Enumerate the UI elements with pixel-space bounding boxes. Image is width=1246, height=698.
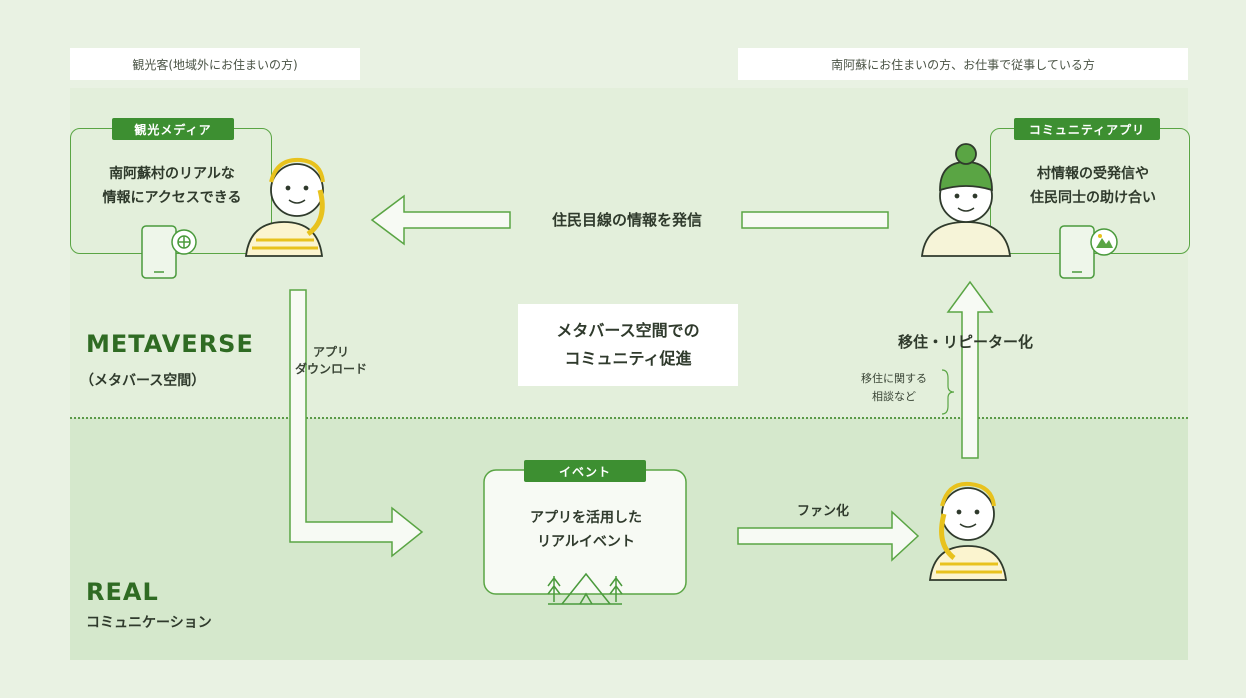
app-text: 村情報の受発信や 住民同士の助け合い <box>1000 162 1186 210</box>
event-pill: イベント <box>524 460 646 482</box>
migrate-arrow <box>946 280 994 459</box>
app-line2: 住民同士の助け合い <box>1030 190 1156 206</box>
download-arrow <box>289 289 424 558</box>
center-text: メタバース空間での コミュニティ促進 <box>518 304 738 373</box>
center-line1: メタバース空間での <box>556 321 700 340</box>
send-info-label: 住民目線の情報を発信 <box>551 211 702 229</box>
download-label: アプリ ダウンロード <box>276 344 386 378</box>
center-box: メタバース空間での コミュニティ促進 <box>518 304 738 386</box>
media-text: 南阿蘇村のリアルな 情報にアクセスできる <box>74 162 270 210</box>
fan-arrow <box>737 510 920 562</box>
real-subtitle: コミュニケーション <box>86 615 212 631</box>
real-title: REAL <box>86 578 159 606</box>
camp-tent-icon <box>547 572 623 605</box>
event-line1: アプリを活用した <box>530 510 642 526</box>
app-line1: 村情報の受発信や <box>1037 166 1149 182</box>
metaverse-title: METAVERSE <box>86 330 254 358</box>
media-line1: 南阿蘇村のリアルな <box>109 166 235 182</box>
event-line2: リアルイベント <box>537 534 635 550</box>
download-line2: ダウンロード <box>294 362 367 376</box>
media-pill: 観光メディア <box>112 118 234 140</box>
consult-line1: 移住に関する <box>861 372 927 385</box>
send-info-arrow <box>370 194 889 246</box>
resident-person-icon <box>920 143 1012 257</box>
metaverse-subtitle: （メタバース空間） <box>80 373 206 389</box>
consult-line2: 相談など <box>872 390 916 403</box>
event-text: アプリを活用した リアルイベント <box>486 506 686 554</box>
consult-label: 移住に関する 相談など <box>848 370 940 406</box>
residents-tag: 南阿蘇にお住まいの方、お仕事で従事している方 <box>738 48 1188 80</box>
zone-divider <box>70 417 1188 419</box>
consult-brace-icon <box>941 369 955 415</box>
migrate-label: 移住・リピーター化 <box>898 333 1034 351</box>
app-pill: コミュニティアプリ <box>1014 118 1160 140</box>
center-line2: コミュニティ促進 <box>564 349 692 368</box>
download-line1: アプリ <box>312 345 349 359</box>
visitors-tag: 観光客(地域外にお住まいの方) <box>70 48 360 80</box>
fan-label: ファン化 <box>796 504 849 519</box>
phone-globe-icon <box>141 225 197 279</box>
fan-person-icon <box>928 481 1008 581</box>
visitor-person-icon <box>244 157 325 257</box>
media-line2: 情報にアクセスできる <box>102 190 242 206</box>
phone-picture-icon <box>1059 225 1118 279</box>
